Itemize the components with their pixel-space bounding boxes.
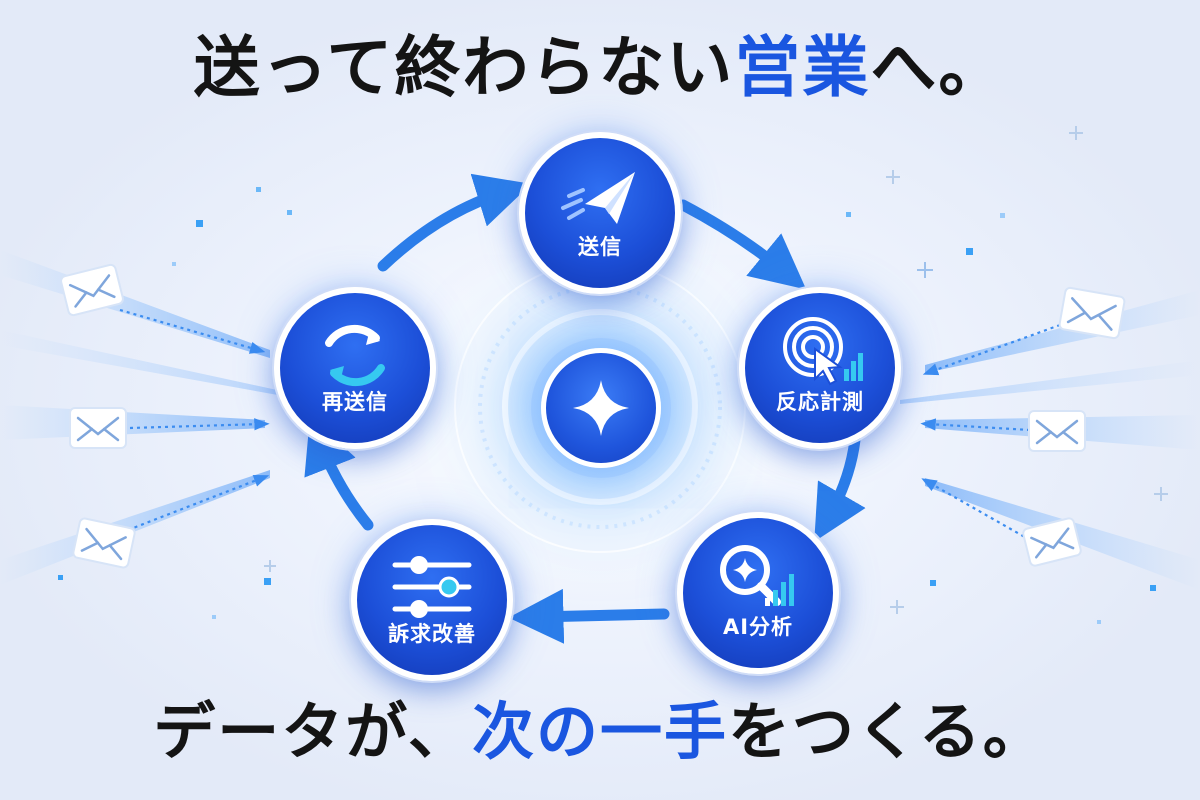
cycle-arrows xyxy=(304,173,866,644)
headline-top-text: 送って終わらない xyxy=(193,29,735,106)
envelope-icon xyxy=(1028,410,1086,452)
cycle-step-label: 反応計測 xyxy=(776,390,864,414)
cycle-step-label: 再送信 xyxy=(322,390,388,414)
cycle-step-resend[interactable]: 再送信 xyxy=(274,287,436,449)
envelope-icon xyxy=(1058,286,1126,340)
light-streaks-left xyxy=(0,250,300,585)
headline-top: 送って終わらない営業へ。 xyxy=(0,26,1200,110)
headline-top-accent: 営業 xyxy=(734,29,871,106)
center-ring xyxy=(478,285,722,529)
cycle-step-label: AI分析 xyxy=(722,615,794,639)
center-ring xyxy=(502,309,698,505)
cycle-step-improve[interactable]: 訴求改善 xyxy=(351,519,513,681)
target-click-icon xyxy=(783,317,863,386)
headline-bottom-text: データが、 xyxy=(153,695,472,768)
refresh-icon xyxy=(325,324,385,387)
envelope-icon xyxy=(60,263,124,317)
sparkle-icon xyxy=(573,380,629,436)
cycle-step-label: 訴求改善 xyxy=(388,622,476,646)
headline-bottom: データが、次の一手をつくる。 xyxy=(0,690,1200,774)
cycle-step-ai-analysis[interactable]: AI分析 xyxy=(677,512,839,674)
envelope-icon xyxy=(72,517,136,569)
envelope-icon xyxy=(1022,517,1082,567)
envelope-icon xyxy=(69,407,127,449)
center-core xyxy=(541,348,661,468)
cycle-step-label: 送信 xyxy=(578,235,622,259)
incoming-arrows xyxy=(119,308,1061,541)
cycle-step-send[interactable]: 送信 xyxy=(519,132,681,294)
sliders-icon xyxy=(392,556,472,618)
headline-bottom-suffix: をつくる。 xyxy=(728,695,1047,768)
magnify-sparkle-chart-icon xyxy=(720,545,794,606)
paper-plane-icon xyxy=(561,172,635,224)
cycle-step-measure[interactable]: 反応計測 xyxy=(739,287,901,449)
headline-bottom-accent: 次の一手 xyxy=(471,695,728,768)
headline-top-suffix: へ。 xyxy=(870,29,1007,106)
